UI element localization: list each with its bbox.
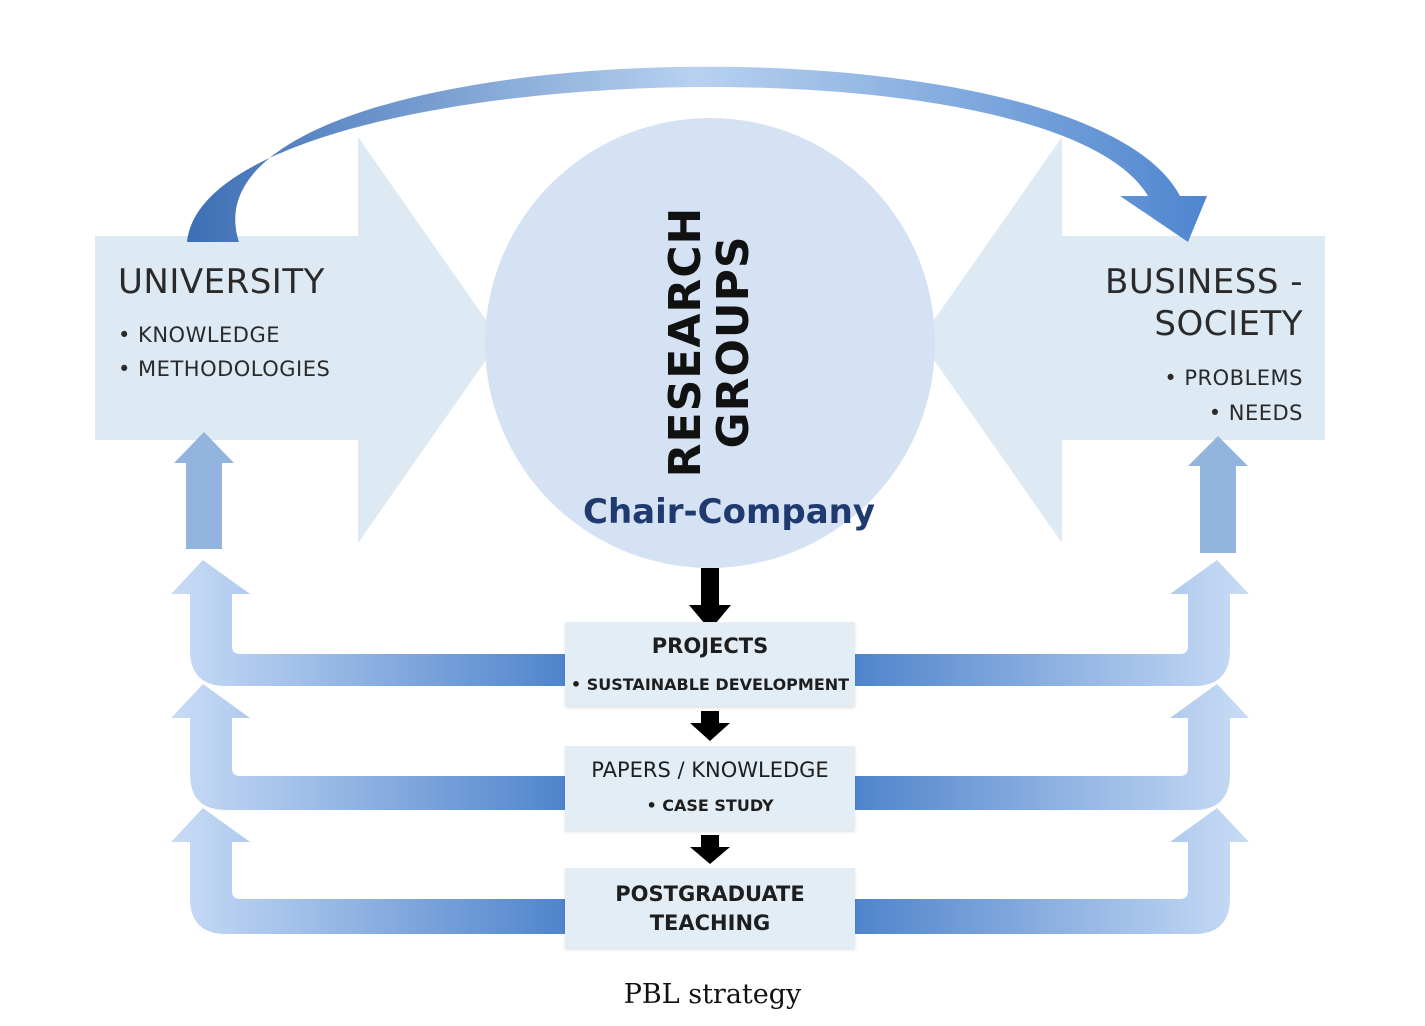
figure-caption: PBL strategy bbox=[623, 979, 802, 1010]
down-arrow-2 bbox=[690, 711, 730, 741]
down-arrow-1 bbox=[689, 568, 731, 630]
business-title-line1: BUSINESS - bbox=[1105, 262, 1303, 302]
up-arrow-right bbox=[1188, 436, 1248, 553]
business-bullet-problems: • PROBLEMS bbox=[1164, 366, 1303, 390]
business-block-arrow bbox=[920, 137, 1325, 543]
flow-arrow-right-1 bbox=[855, 560, 1249, 686]
flow-arrow-right-2 bbox=[855, 684, 1249, 810]
business-bullet-needs: • NEEDS bbox=[1208, 401, 1303, 425]
projects-box bbox=[565, 622, 855, 706]
business-title-line2: SOCIETY bbox=[1154, 304, 1303, 344]
down-arrow-3 bbox=[690, 835, 730, 864]
projects-title: PROJECTS bbox=[651, 634, 769, 658]
chair-company-label: Chair-Company bbox=[583, 492, 876, 532]
flow-arrow-left-2 bbox=[171, 684, 565, 810]
groups-line: GROUPS bbox=[708, 235, 759, 449]
research-circle bbox=[485, 118, 935, 568]
projects-bullet: • SUSTAINABLE DEVELOPMENT bbox=[570, 675, 850, 694]
university-bullet-methodologies: • METHODOLOGIES bbox=[118, 357, 331, 381]
papers-title: PAPERS / KNOWLEDGE bbox=[591, 758, 829, 782]
teaching-box bbox=[565, 868, 855, 948]
papers-bullet: • CASE STUDY bbox=[646, 796, 774, 815]
research-line: RESEARCH bbox=[660, 206, 711, 478]
flow-arrows-left bbox=[171, 560, 565, 934]
up-arrow-left bbox=[174, 432, 234, 549]
university-bullet-knowledge: • KNOWLEDGE bbox=[118, 323, 281, 347]
papers-box bbox=[565, 746, 855, 830]
flow-arrows-right bbox=[855, 560, 1249, 934]
flow-arrow-left-1 bbox=[171, 560, 565, 686]
flow-arrow-right-3 bbox=[855, 808, 1249, 934]
university-title: UNIVERSITY bbox=[118, 262, 325, 302]
flow-arrow-left-3 bbox=[171, 808, 565, 934]
teaching-line2: TEACHING bbox=[649, 911, 771, 935]
teaching-line1: POSTGRADUATE bbox=[615, 882, 805, 906]
